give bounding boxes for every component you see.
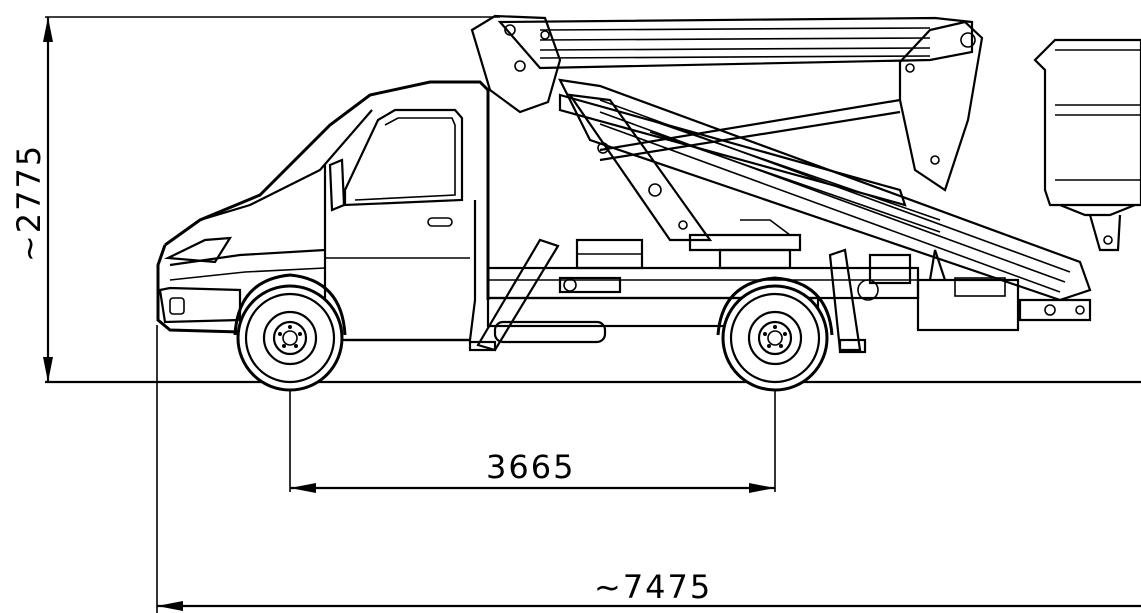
chassis: [468, 238, 1092, 354]
height-arrow-top: [43, 17, 53, 42]
height-arrow-bottom: [43, 357, 53, 382]
aerial-boom: [470, 14, 1092, 302]
wheelbase-arrow-right: [749, 483, 775, 493]
wheelbase-arrow-left: [290, 483, 316, 493]
truck-cab: [156, 80, 490, 342]
front-wheel: [236, 284, 344, 392]
rear-wheel: [721, 284, 829, 392]
length-label: ~7475: [594, 568, 712, 606]
dimension-lines: [43, 16, 1141, 613]
wheelbase-label: 3665: [486, 448, 575, 486]
length-arrow-left: [157, 601, 183, 611]
height-label: ~2775: [10, 144, 48, 262]
work-basket: [1033, 38, 1141, 252]
